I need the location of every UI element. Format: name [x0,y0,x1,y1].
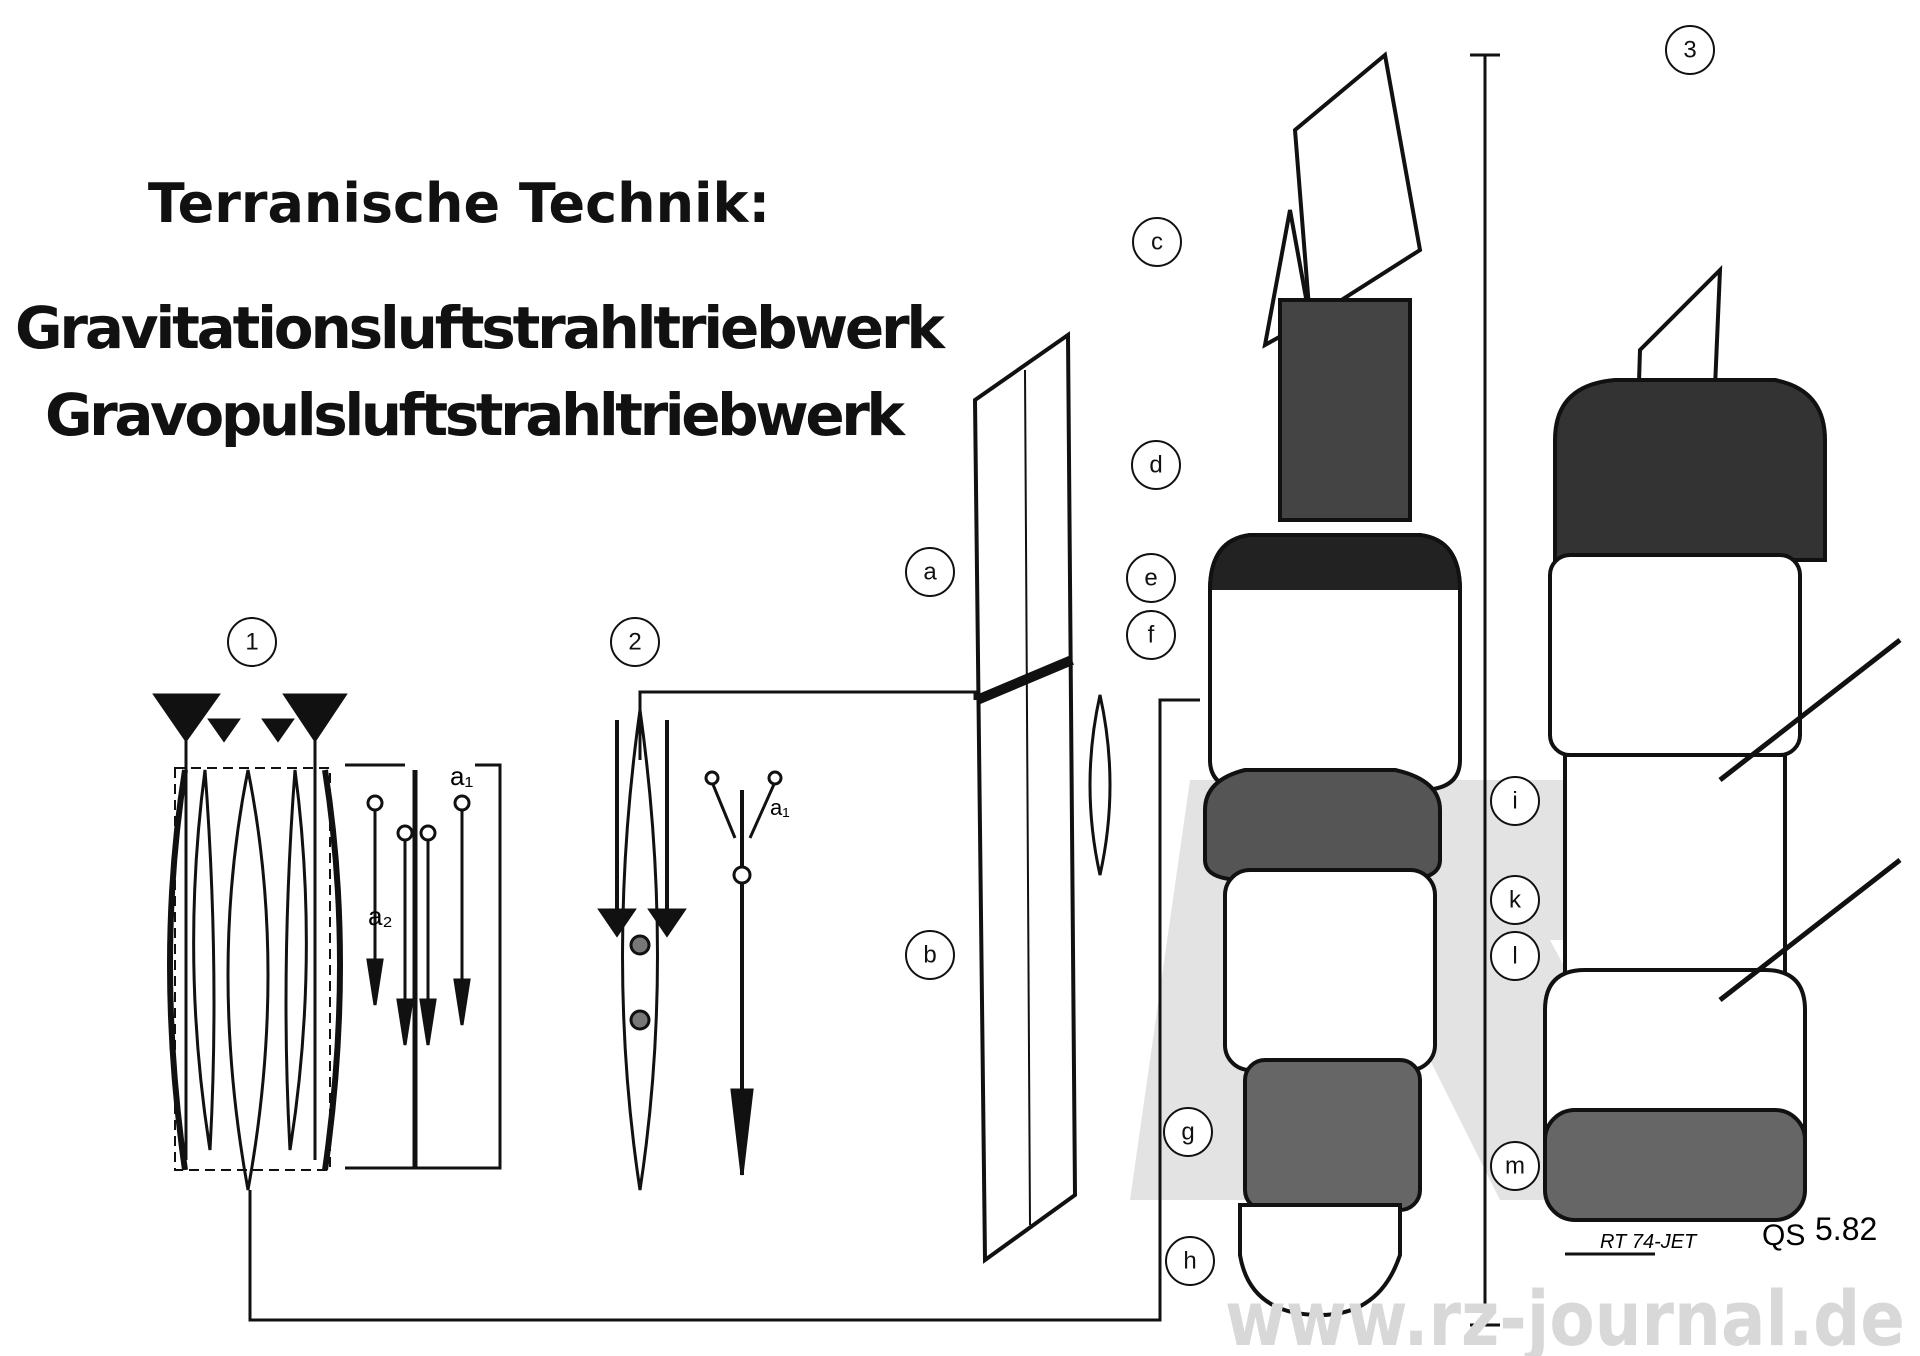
wing-panel-drawing [972,331,1112,1264]
part-label-a: a [923,559,937,586]
signature-initials: QS [1762,1219,1805,1252]
part-label-g: g [1181,1119,1194,1146]
height-dimension-line [1470,53,1500,1327]
figure-1-drawing [152,693,1200,1322]
title-line-3: Gravopulsluftstrahltriebwerk [45,381,906,449]
part-label-e: e [1144,565,1157,592]
part-label-i: i [1512,788,1517,815]
exploded-engine-drawing [1203,51,1462,1318]
part-label-l: l [1512,943,1517,970]
watermark-text: www.rz-journal.de [1225,1274,1905,1356]
vector-a1-label: a₁ [450,761,473,791]
vector-a2-label: a₂ [368,901,393,931]
caption-rt74-jet: RT 74-JET [1600,1231,1698,1253]
part-label-f: f [1148,622,1155,649]
assembled-engine-drawing [1543,264,1902,1222]
title-line-1: Terranische Technik: [148,172,770,235]
vector-a1-fig2-label: a₁ [770,795,790,820]
title-line-2: Gravitationsluftstrahltriebwerk [15,294,946,362]
part-label-d: d [1149,452,1162,479]
figure-3-label: 3 [1683,37,1696,64]
part-label-k: k [1509,887,1522,914]
figure-2-drawing [597,690,977,1191]
figure-1-label: 1 [245,629,258,656]
part-label-h: h [1183,1248,1196,1275]
part-label-c: c [1151,229,1163,256]
part-label-b: b [923,942,936,969]
figure-labels [227,25,1715,1286]
figure-2-label: 2 [628,629,641,656]
part-label-m: m [1505,1153,1525,1180]
signature-date: 5.82 [1815,1211,1877,1247]
